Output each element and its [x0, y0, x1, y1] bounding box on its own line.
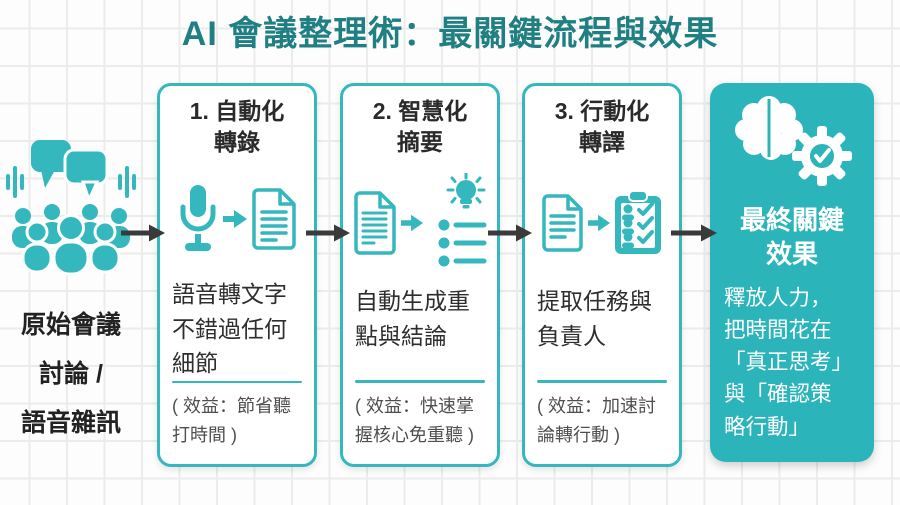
result-box: 最終關鍵 效果 釋放人力， 把時間花在 「真正思考」 與「確認策 略行動」: [710, 83, 874, 462]
lightbulb-list-icon: [426, 172, 488, 278]
step-3-benefit: ( 效益：加速討 論轉行動 ): [537, 396, 656, 446]
step-3-icons: [537, 174, 667, 276]
document-icon: [541, 193, 585, 257]
crowd-speech-icon: [5, 140, 137, 292]
flow-arrow-4: [671, 222, 717, 249]
task-clipboard-icon: [613, 189, 663, 261]
step-box-3: 3. 行動化 轉譯: [522, 83, 682, 467]
step-box-1: 1. 自動化 轉錄 語音轉文字 不錯過任何: [157, 83, 317, 467]
flow-arrow-1: [121, 222, 165, 249]
page-title: AI 會議整理術：最關鍵流程與效果: [181, 15, 719, 53]
arrow-right-icon: [401, 211, 423, 240]
arrow-right-icon: [588, 211, 610, 240]
step-2-icons: [352, 172, 488, 278]
step-1-icons: [172, 174, 302, 269]
step-1-description: 語音轉文字 不錯過任何 細節: [172, 281, 287, 377]
divider: [537, 380, 667, 384]
source-group: 原始會議 討論 / 語音雜訊: [4, 138, 138, 447]
divider: [355, 380, 485, 384]
step-1-title: 1. 自動化 轉錄: [189, 98, 285, 156]
result-title: 最終關鍵 效果: [739, 205, 844, 269]
step-2-title: 2. 智慧化 摘要: [372, 98, 468, 156]
microphone-icon: [176, 184, 220, 259]
step-3-title: 3. 行動化 轉譯: [554, 98, 650, 156]
document-icon: [352, 190, 398, 260]
divider: [172, 380, 302, 384]
step-2-description: 自動生成重 點與結論: [355, 288, 470, 349]
step-3-description: 提取任務與 負責人: [537, 288, 652, 349]
step-2-benefit: ( 效益：快速掌 握核心免重聽 ): [355, 396, 474, 446]
step-box-2: 2. 智慧化 摘要: [340, 83, 500, 467]
flow-arrow-2: [306, 222, 350, 249]
arrow-right-icon: [223, 207, 247, 236]
result-description: 釋放人力， 把時間花在 「真正思考」 與「確認策 略行動」: [724, 285, 854, 439]
step-1-benefit: ( 效益：節省聽 打時間 ): [172, 396, 291, 446]
flow-arrow-3: [488, 222, 532, 249]
document-icon: [250, 188, 298, 255]
brain-gear-icon: [730, 93, 854, 194]
source-label: 原始會議 討論 / 語音雜訊: [20, 311, 121, 437]
